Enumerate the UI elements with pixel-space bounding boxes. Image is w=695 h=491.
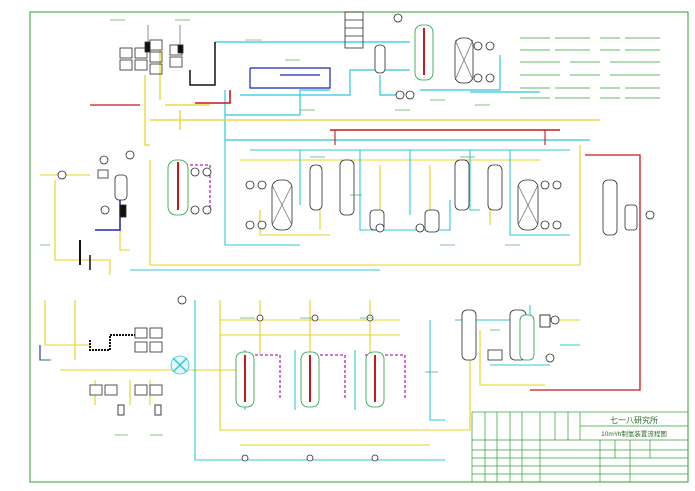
drawing-title: 10m³/h制氢装置流程图: [601, 429, 667, 438]
drawing-frame: [29, 11, 689, 483]
middle-vessels: [57, 150, 655, 236]
middle-piping: [40, 129, 641, 391]
top-left-instruments: [119, 25, 184, 75]
bottom-vessels: [89, 295, 560, 462]
instrument-tags: [40, 19, 520, 436]
top-piping: [90, 41, 600, 146]
institute-name: 七一八研究所: [610, 415, 658, 425]
title-block: [471, 411, 689, 483]
legend-table-icon: [520, 37, 660, 99]
top-vessels: [344, 11, 495, 100]
